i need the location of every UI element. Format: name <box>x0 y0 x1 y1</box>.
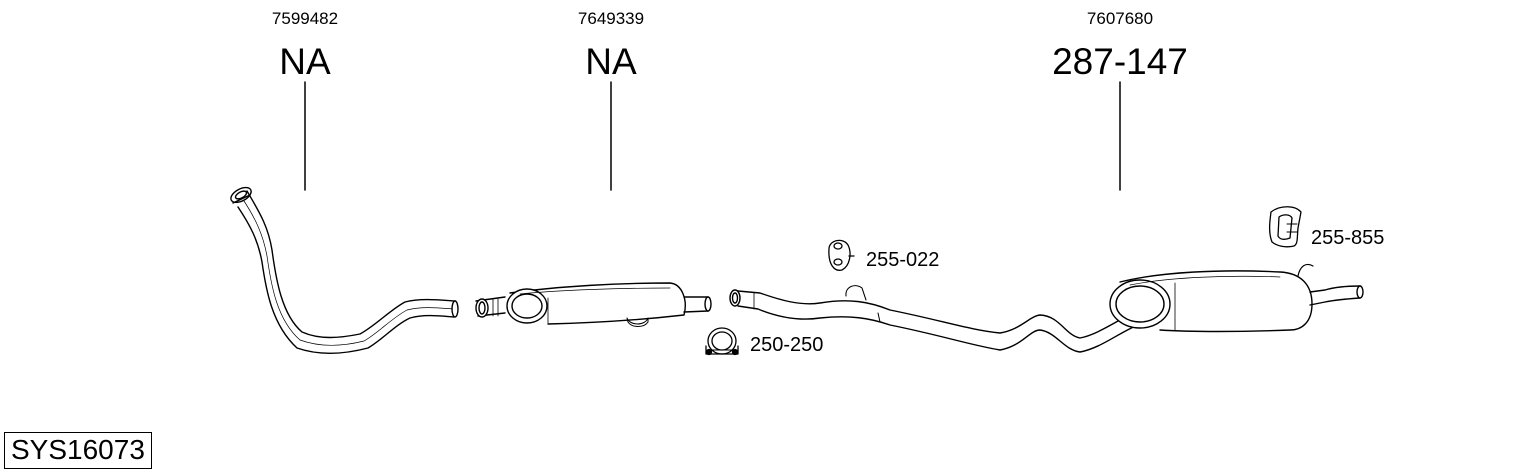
oem-number-rear-silencer: 7607680 <box>1086 9 1154 28</box>
system-code-box: SYS16073 <box>4 432 152 469</box>
part-number-center-silencer[interactable]: NA <box>585 41 637 82</box>
part-number-hanger[interactable]: 255-855 <box>1311 227 1385 249</box>
part-number-rubber-mount[interactable]: 255-022 <box>866 249 940 271</box>
rear-silencer-drawing[interactable] <box>729 263 1364 353</box>
hanger-icon[interactable] <box>1268 206 1302 248</box>
part-number-clamp[interactable]: 250-250 <box>750 334 824 356</box>
part-number-front-pipe[interactable]: NA <box>279 41 331 82</box>
rubber-mount-icon[interactable] <box>828 239 855 271</box>
front-pipe-drawing[interactable] <box>228 185 459 354</box>
clamp-icon[interactable] <box>705 327 739 356</box>
oem-number-front-pipe: 7599482 <box>271 9 339 28</box>
part-number-rear-silencer[interactable]: 287-147 <box>1052 41 1188 82</box>
oem-number-center-silencer: 7649339 <box>577 9 645 28</box>
center-silencer-drawing[interactable] <box>475 282 712 327</box>
